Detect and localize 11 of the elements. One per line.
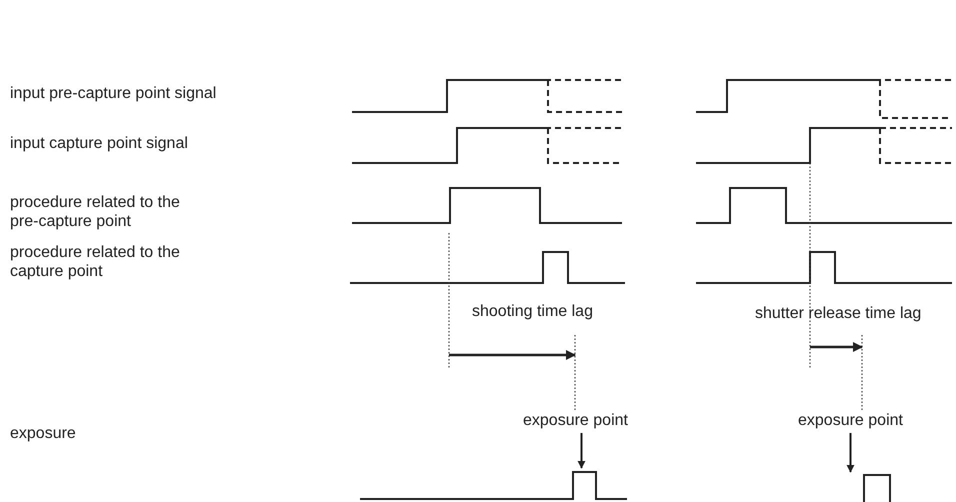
procedure-name: procedure related to the capture point xyxy=(10,243,181,281)
leader-arrow xyxy=(578,433,586,469)
signal-name: exposure xyxy=(10,424,76,443)
time-lag-label: shooting time lag xyxy=(472,302,593,321)
callout-label: exposure point xyxy=(523,411,628,430)
callout-label: exposure point xyxy=(798,411,903,430)
signal-name: input pre-capture point signal xyxy=(10,84,216,103)
procedure-name: procedure related to the pre-capture point xyxy=(10,193,181,231)
leader-arrow xyxy=(846,433,854,473)
time-lag-label: shutter release time lag xyxy=(755,304,922,323)
signal-name: input capture point signal xyxy=(10,134,188,153)
